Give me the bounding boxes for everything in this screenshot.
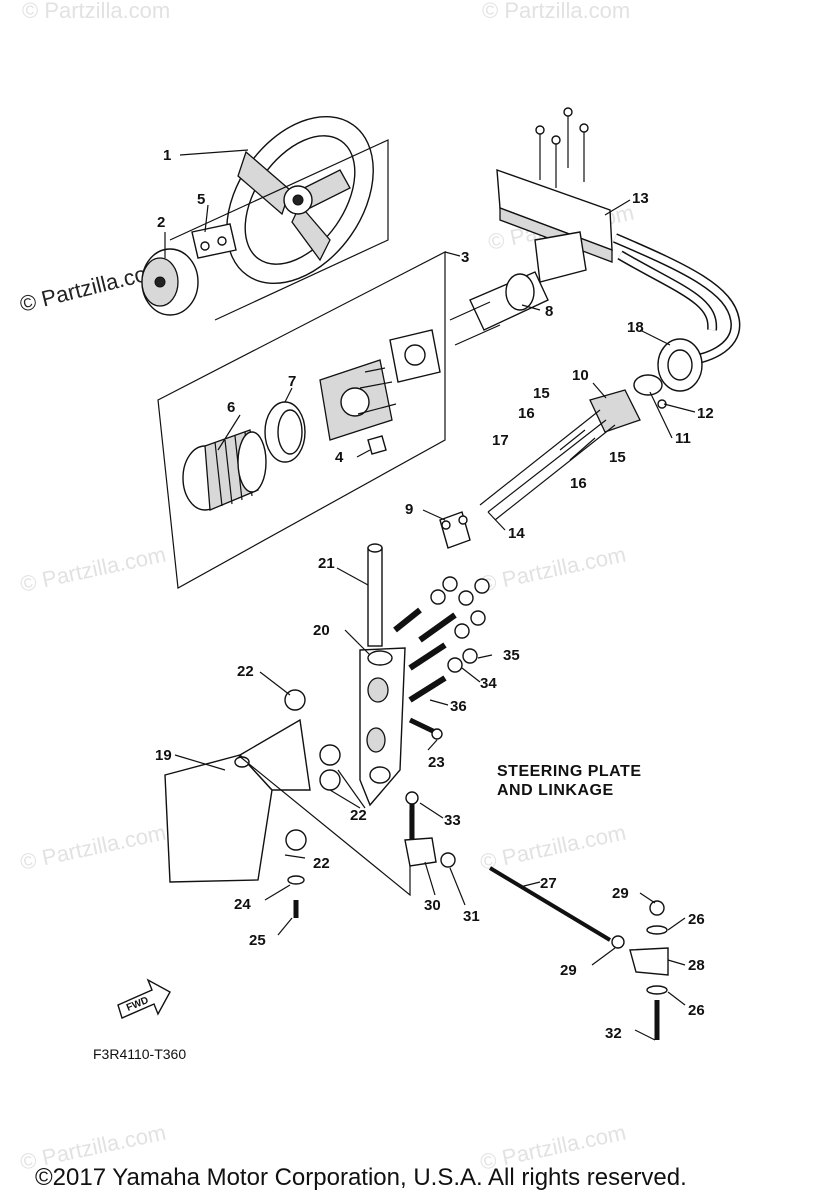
callout-12: 12 — [697, 405, 714, 422]
steering-plate — [164, 718, 311, 883]
callout-2: 2 — [157, 214, 165, 231]
callout-8: 8 — [545, 303, 553, 320]
helm-plate — [367, 435, 387, 455]
figure-code: F3R4110-T360 — [93, 1046, 186, 1062]
watermark-text: © Partzilla.com — [478, 542, 628, 597]
leader-lines — [164, 149, 696, 1041]
callout-17: 17 — [492, 432, 509, 449]
column-tube — [449, 271, 549, 346]
callout-13: 13 — [632, 190, 649, 207]
washers-nuts — [430, 576, 490, 673]
callout-22: 22 — [350, 807, 367, 824]
column-bracket — [496, 107, 613, 283]
callout-26: 26 — [688, 1002, 705, 1019]
plate-bushings — [284, 689, 341, 918]
callout-35: 35 — [503, 647, 520, 664]
callout-10: 10 — [572, 367, 589, 384]
rod-end-30 — [404, 791, 437, 867]
hub-bracket — [191, 223, 237, 259]
diagram-title-line1: STEERING PLATE — [497, 763, 642, 780]
callout-14: 14 — [508, 525, 525, 542]
group-outline — [169, 139, 389, 321]
watermark-text: © Partzilla.com — [478, 820, 628, 875]
callout-16: 16 — [518, 405, 535, 422]
steering-wheel — [226, 115, 374, 285]
wheel-hub — [141, 248, 199, 316]
callout-7: 7 — [288, 373, 296, 390]
callout-4: 4 — [335, 449, 344, 466]
callout-30: 30 — [424, 897, 441, 914]
callout-18: 18 — [627, 319, 644, 336]
helm-bellows — [182, 429, 267, 511]
group-outline — [157, 251, 446, 589]
callout-32: 32 — [605, 1025, 622, 1042]
callout-5: 5 — [197, 191, 205, 208]
callout-16: 16 — [570, 475, 587, 492]
callout-labels: 1 2 3 4 5 6 7 8 9 10 11 12 13 14 15 15 1… — [155, 147, 714, 1042]
callout-29: 29 — [612, 885, 629, 902]
callout-28: 28 — [688, 957, 705, 974]
callout-33: 33 — [444, 812, 461, 829]
callout-15: 15 — [609, 449, 626, 466]
callout-22: 22 — [313, 855, 330, 872]
callout-15: 15 — [533, 385, 550, 402]
control-cable — [613, 233, 741, 365]
callout-21: 21 — [318, 555, 335, 572]
callout-9: 9 — [405, 501, 413, 518]
callout-20: 20 — [313, 622, 330, 639]
callout-29: 29 — [560, 962, 577, 979]
helm-ring — [264, 401, 306, 463]
callout-1: 1 — [163, 147, 171, 164]
callout-6: 6 — [227, 399, 235, 416]
watermark-text: © Partzilla.com — [22, 0, 170, 23]
copyright-notice: ©2017 Yamaha Motor Corporation, U.S.A. A… — [35, 1164, 687, 1191]
callout-27: 27 — [540, 875, 557, 892]
callout-23: 23 — [428, 754, 445, 771]
callout-11: 11 — [675, 430, 691, 447]
callout-24: 24 — [234, 896, 251, 913]
diagram-title-line2: AND LINKAGE — [497, 782, 614, 799]
steering-arm — [359, 647, 406, 807]
callout-31: 31 — [463, 908, 480, 925]
callout-22: 22 — [237, 663, 254, 680]
cable-grommet — [657, 338, 703, 392]
callout-19: 19 — [155, 747, 172, 764]
cable-assembly — [479, 389, 641, 521]
pivot-bolt — [408, 717, 443, 740]
cable-linkage — [439, 511, 471, 549]
callout-26: 26 — [688, 911, 705, 928]
callout-25: 25 — [249, 932, 266, 949]
cable-clamp — [633, 374, 667, 409]
watermark-text: © Partzilla.com — [18, 542, 168, 597]
fwd-arrow-icon: FWD — [117, 978, 171, 1019]
steering-shaft — [367, 543, 383, 647]
watermark-text: © Partzilla.com — [482, 0, 630, 23]
stud-bolts — [393, 607, 457, 703]
watermark-text: © Partzilla.com — [18, 820, 168, 875]
rod-end-28 — [611, 900, 669, 1040]
tie-rod — [440, 852, 612, 942]
callout-36: 36 — [450, 698, 467, 715]
callout-34: 34 — [480, 675, 497, 692]
helm-gearbox — [319, 329, 441, 441]
callout-3: 3 — [461, 249, 469, 266]
